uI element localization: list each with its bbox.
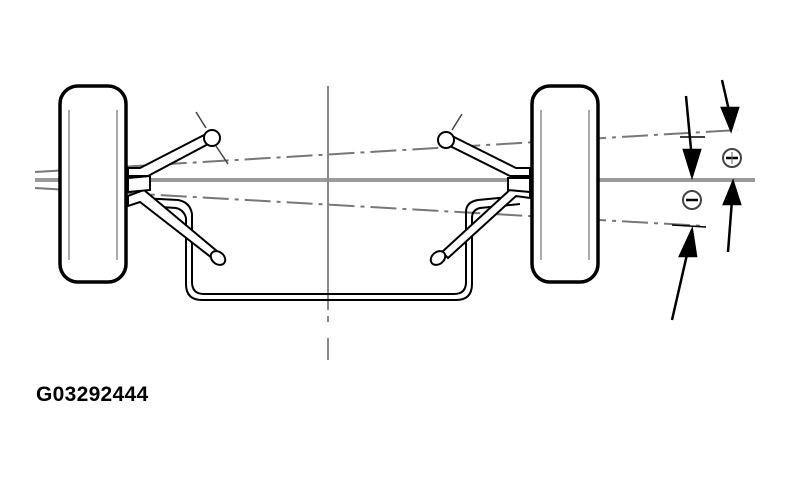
negative-sign-icon bbox=[682, 190, 702, 210]
toe-angle-arrows bbox=[670, 79, 742, 321]
left-wheel bbox=[58, 84, 128, 284]
figure-id-label: G03292444 bbox=[36, 383, 149, 406]
subframe bbox=[139, 195, 521, 301]
left-suspension-arms bbox=[127, 111, 229, 266]
positive-sign-icon bbox=[722, 148, 742, 168]
right-suspension-arms bbox=[429, 113, 531, 266]
right-wheel bbox=[530, 84, 600, 284]
